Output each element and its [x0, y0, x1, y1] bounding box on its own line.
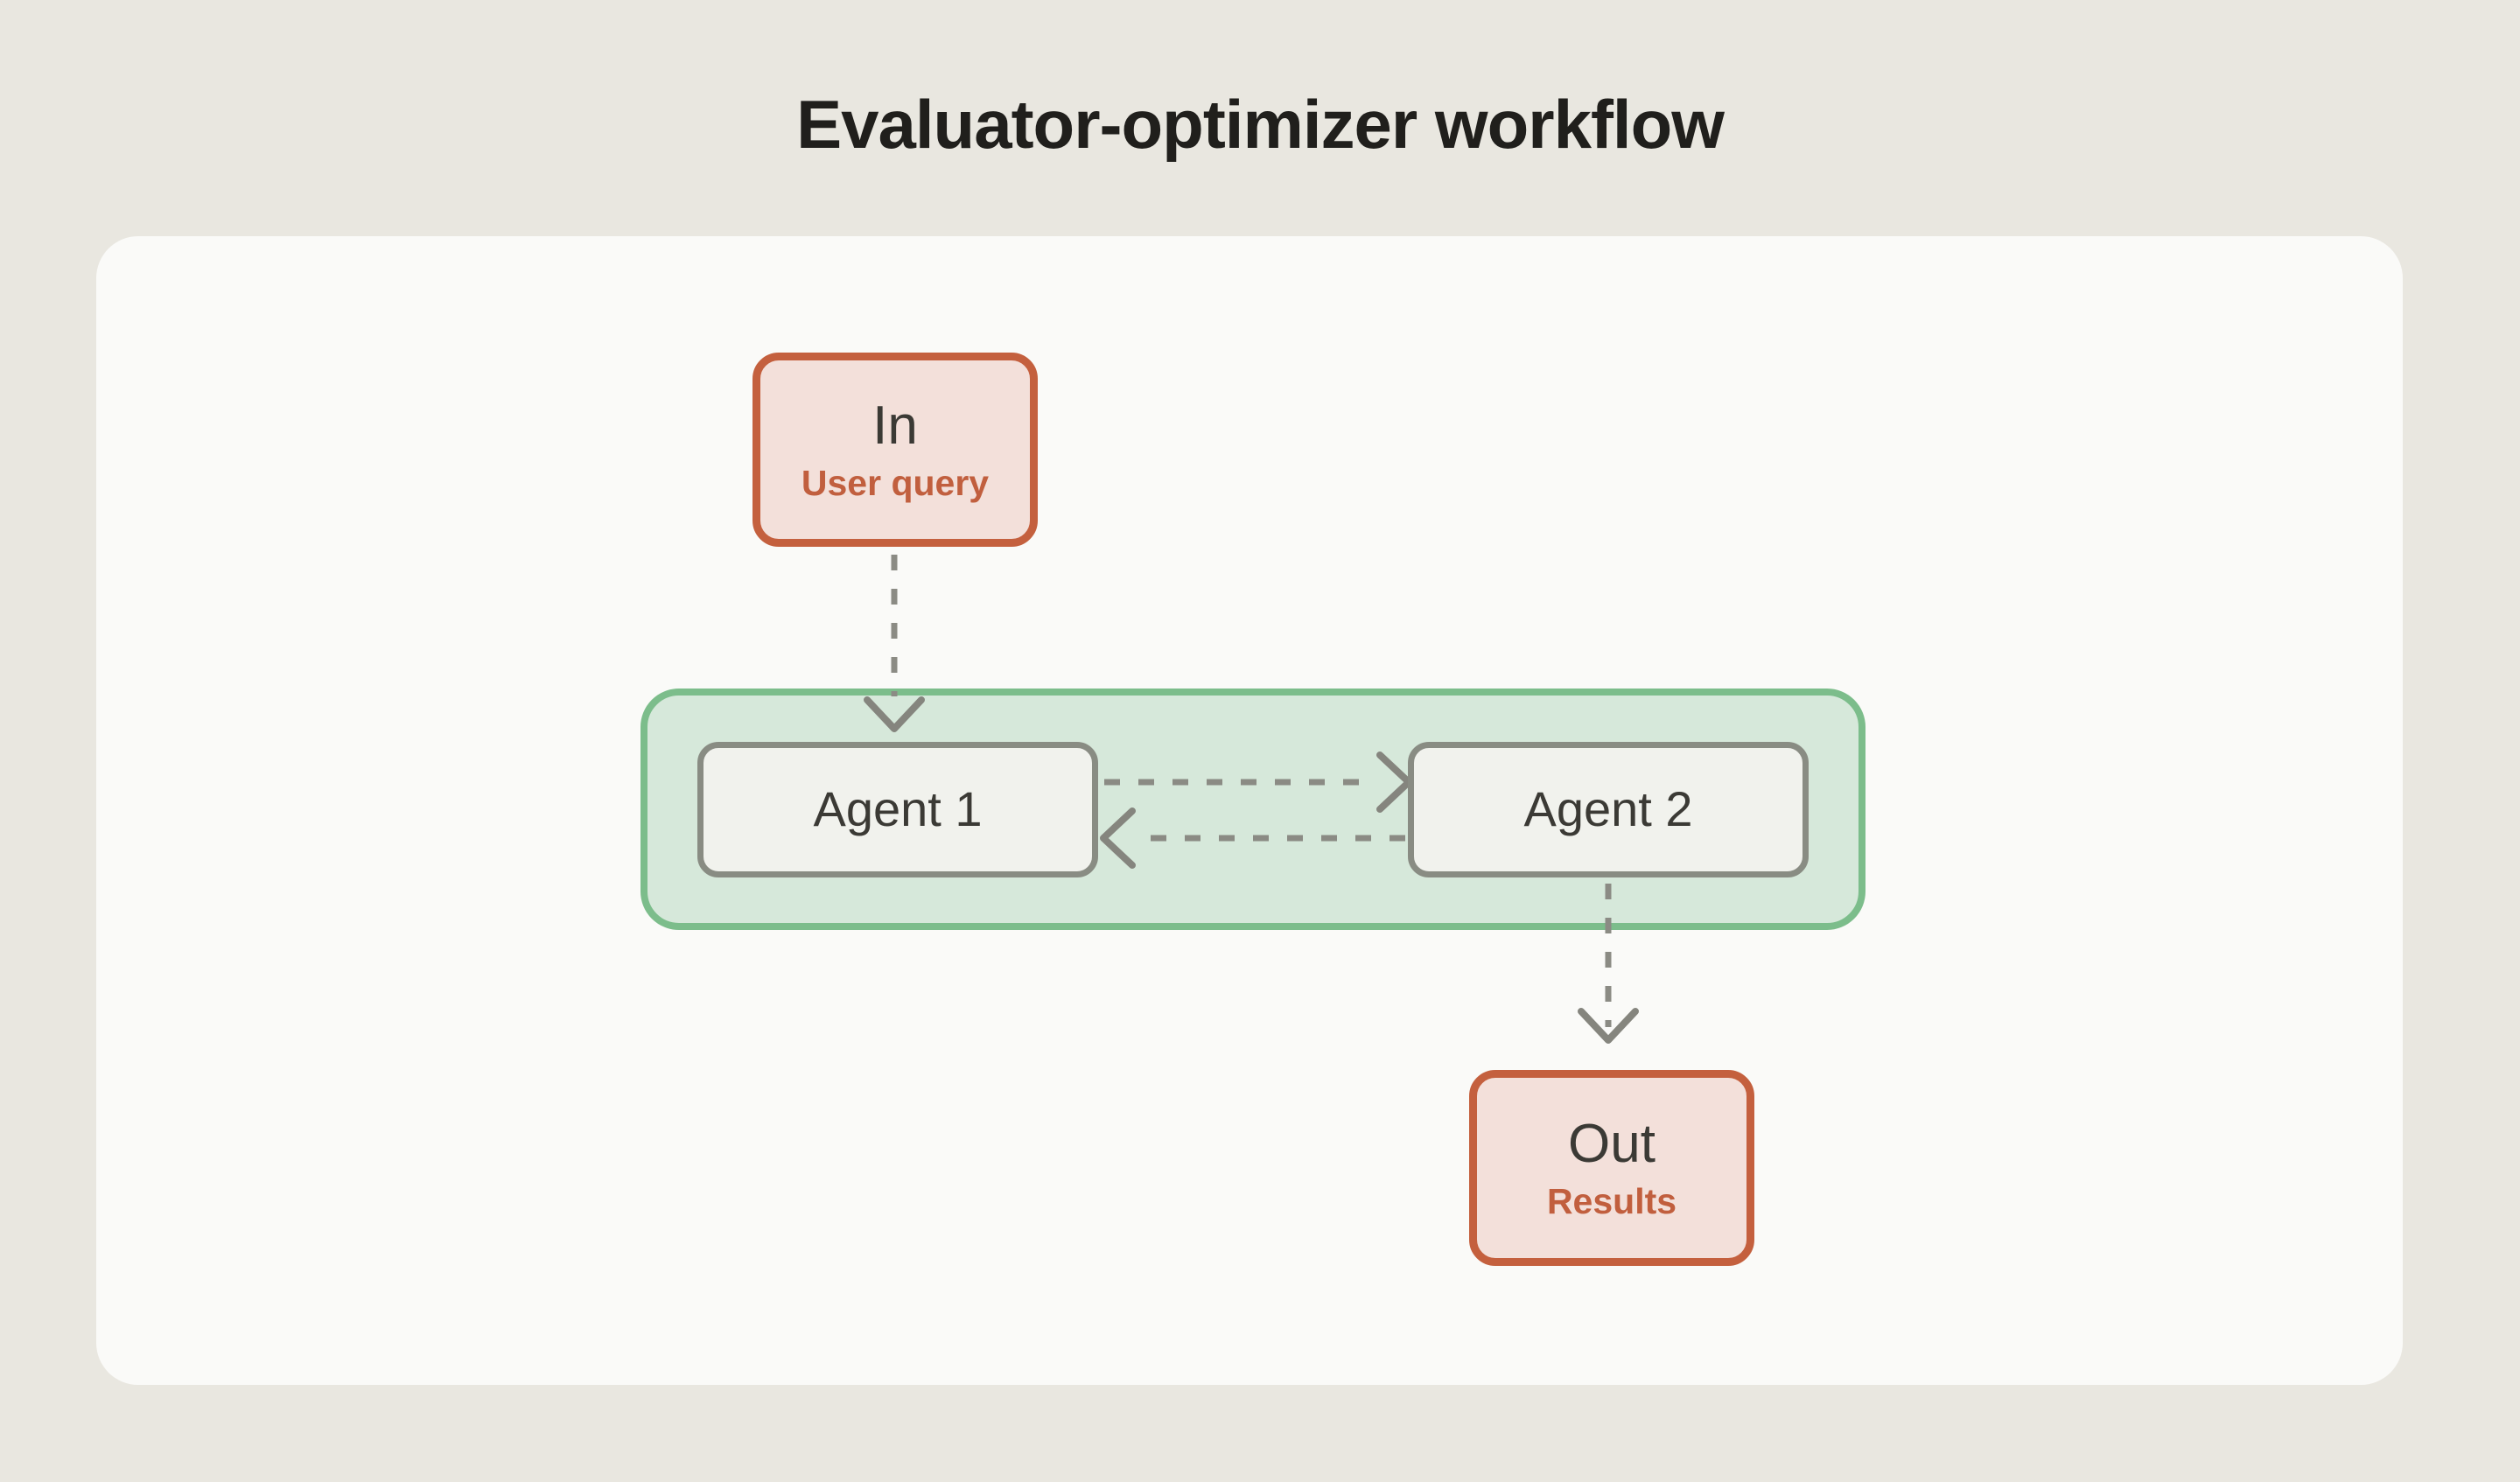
- node-out-label: Out: [1568, 1113, 1656, 1174]
- node-agent2: Agent 2: [1408, 742, 1809, 877]
- node-in: In User query: [752, 353, 1038, 547]
- node-agent1: Agent 1: [697, 742, 1098, 877]
- node-out-sublabel: Results: [1546, 1181, 1677, 1222]
- node-agent1-label: Agent 1: [813, 781, 983, 837]
- node-in-sublabel: User query: [801, 463, 990, 504]
- node-agent2-label: Agent 2: [1523, 781, 1693, 837]
- node-out: Out Results: [1469, 1070, 1754, 1266]
- diagram-title: Evaluator-optimizer workflow: [796, 86, 1725, 163]
- node-in-label: In: [872, 395, 918, 456]
